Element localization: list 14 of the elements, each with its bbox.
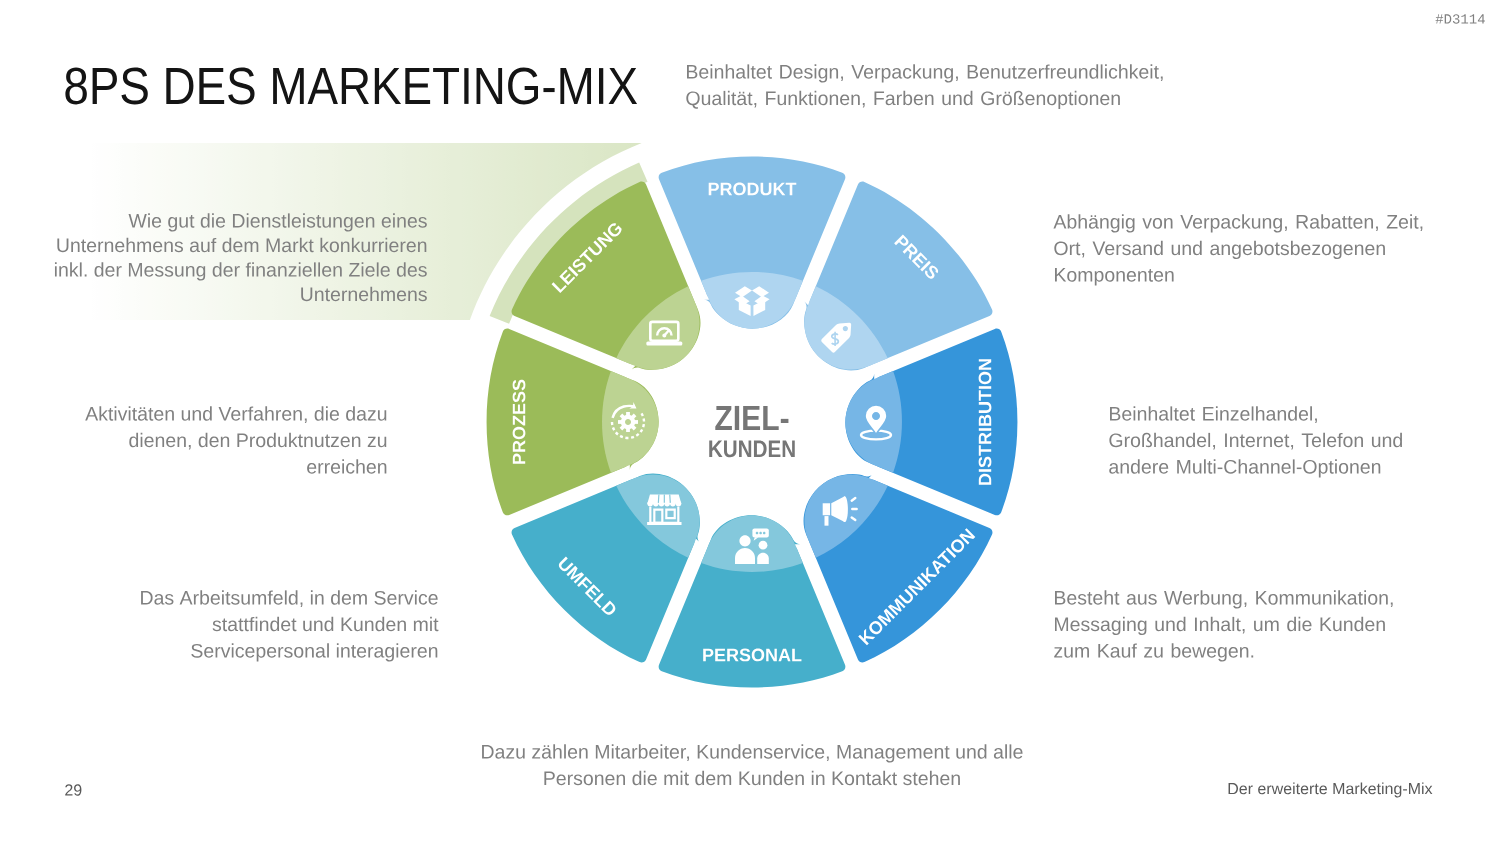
description-text: Beinhaltet Einzelhandel, Großhandel, Internet, Telefon und andere Multi-Channel-Optionen — [1109, 406, 1402, 478]
description-text: Abhängig von Verpackung, Rabatten, Zeit, Ort, Versand und angebotsbezogenen Komponenten — [1053, 214, 1423, 286]
description-text: Wie gut die Dienstleistungen eines Unternehmens auf dem Markt konkurrieren inkl. der Messung der finanziellen Ziele des Unternehmens — [55, 213, 427, 302]
title: 8PS DES MARKETING-MIX — [65, 67, 638, 105]
description-text: Aktivitäten und Verfahren, die dazu dienen, den Produktnutzen zu erreichen — [85, 406, 387, 474]
description-text: Dazu zählen Mitarbeiter, Kundenservice, Management und alle Personen die mit dem Kunden in Kontakt stehen — [482, 744, 1023, 786]
description-text: Beinhaltet Design, Verpackung, Benutzerfreundlichkeit, Qualität, Funktionen, Farben und Größenoptionen — [686, 64, 1163, 110]
footer-text: Der erweiterte Marketing-Mix — [1228, 782, 1433, 798]
description-text: Besteht aus Werbung, Kommunikation, Messaging und Inhalt, um die Kunden zum Kauf zu bewegen. — [1054, 590, 1393, 662]
page-number: 29 — [65, 784, 82, 796]
center-label: KUNDEN — [709, 440, 795, 458]
code-text: #D3114 — [1435, 14, 1485, 24]
center-label: ZIEL- — [715, 405, 789, 430]
description-text: Das Arbeitsumfeld, in dem Service stattfindet und Kunden mit Servicepersonal interagieren — [141, 590, 439, 662]
